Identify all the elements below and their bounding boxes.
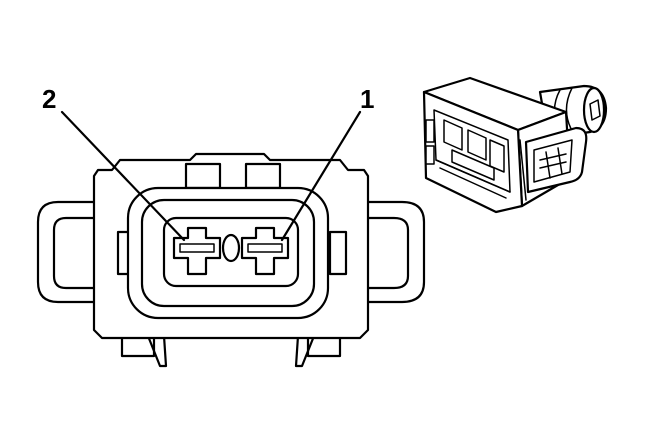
leader-line-1	[280, 110, 362, 242]
bottom-foot-left	[120, 328, 156, 358]
left-lock-tab	[36, 200, 102, 304]
leader-line-2	[60, 110, 186, 242]
callout-2: 2	[42, 84, 186, 242]
callout-1: 1	[280, 84, 374, 242]
top-rib-right	[244, 162, 282, 190]
connector-isometric-view	[422, 76, 608, 214]
terminal-1	[240, 226, 290, 276]
terminal-2	[172, 226, 222, 276]
bottom-foot-right	[306, 328, 342, 358]
top-rib-left	[184, 162, 222, 190]
side-stud-right	[328, 230, 348, 276]
right-lock-tab	[358, 200, 426, 304]
callout-label-1: 1	[360, 84, 374, 114]
connector-front-view	[36, 152, 426, 368]
polarization-key	[221, 233, 241, 263]
callout-label-2: 2	[42, 84, 56, 114]
